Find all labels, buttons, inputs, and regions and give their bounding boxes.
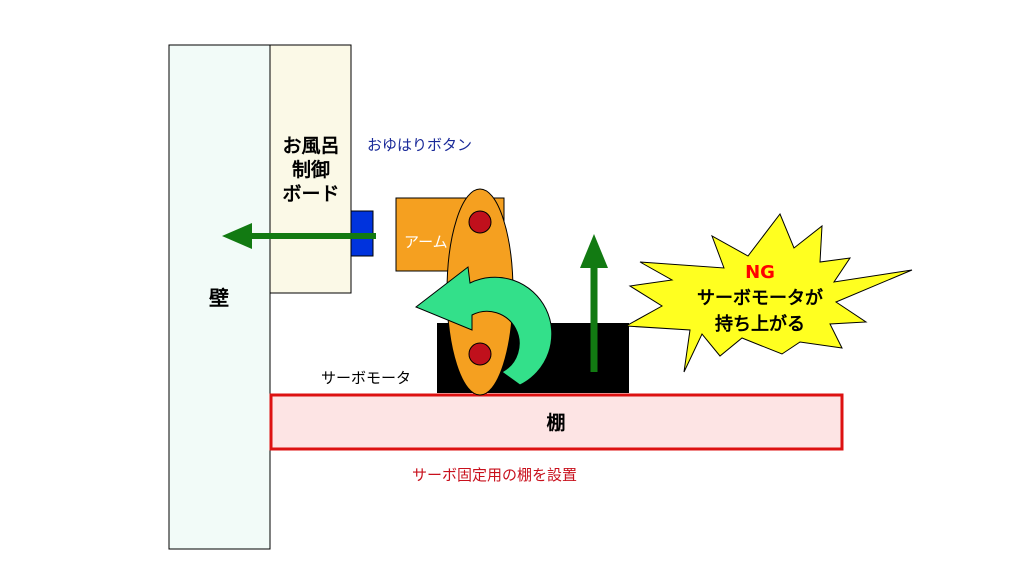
wall <box>168 44 271 550</box>
rotation-arrow-icon <box>415 266 553 386</box>
ng-title: NG <box>745 262 775 283</box>
ng-line-1: サーボモータが <box>697 287 823 309</box>
servo-label: サーボモータ <box>321 369 411 387</box>
control-board-label-2: 制御 <box>292 158 330 181</box>
shelf-note: サーボ固定用の棚を設置 <box>412 466 577 484</box>
control-board <box>269 44 352 294</box>
shelf-label: 棚 <box>546 411 565 434</box>
wall-label: 壁 <box>209 286 229 310</box>
fill-button-label: おゆはりボタン <box>367 136 472 154</box>
servo-pivot <box>468 342 492 366</box>
control-board-label-1: お風呂 <box>282 135 339 157</box>
shelf <box>269 393 844 451</box>
ng-burst <box>624 213 913 373</box>
arm-label: アーム <box>404 233 448 251</box>
ng-line-2: 持ち上がる <box>715 313 805 335</box>
lift-arrow-head-icon <box>580 234 608 268</box>
control-board-label-3: ボード <box>282 183 339 205</box>
push-arrow-head-icon <box>222 223 252 249</box>
arm-pivot-top <box>468 210 492 234</box>
